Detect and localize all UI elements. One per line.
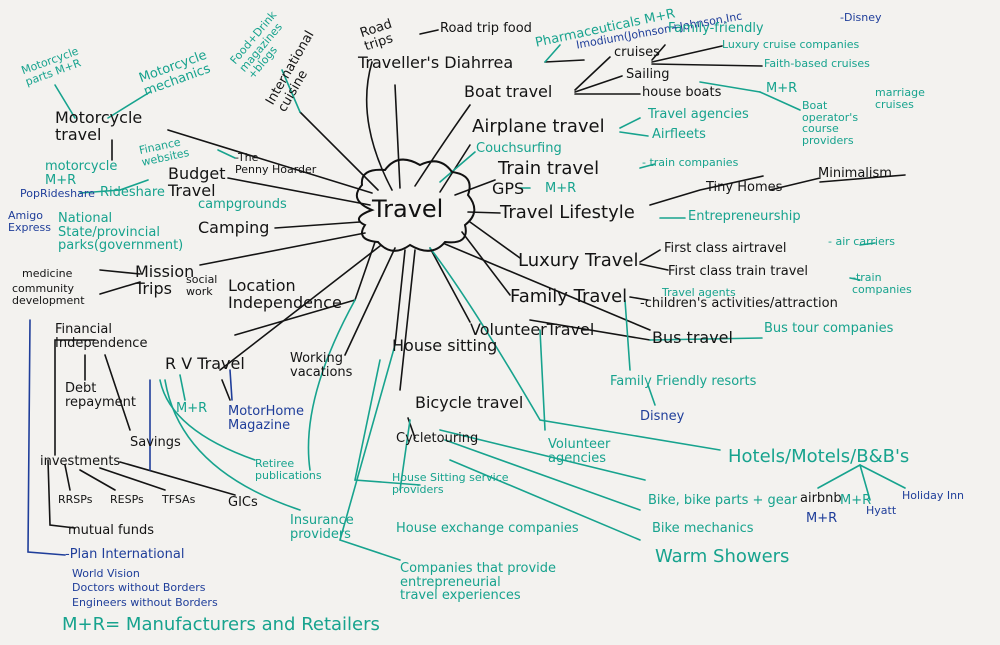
node-poprideshare: PopRideshare	[20, 187, 95, 200]
node-road-trip-food: Road trip food	[440, 21, 532, 36]
node-minimalism: Minimalism	[818, 166, 892, 181]
node-luxury-cruise-companies: Luxury cruise companies	[722, 38, 860, 51]
node-house-sitting: House sitting	[392, 336, 498, 355]
node-warm-showers: Warm Showers	[655, 546, 790, 567]
node-bus-travel: Bus travel	[652, 328, 733, 347]
node-savings: Savings	[130, 435, 181, 450]
node-travellers-diarrhea: Traveller's Diahrrea	[358, 53, 514, 72]
node-marriage-cruises: marriage cruises	[875, 86, 925, 111]
node-world-vision: World Vision	[72, 567, 140, 580]
node-cycletouring: Cycletouring	[396, 431, 479, 446]
node-entrepreneurial-companies: Companies that provide entrepreneurial t…	[400, 561, 557, 604]
node-first-class-train: First class train travel	[668, 264, 808, 279]
center-cloud	[355, 158, 476, 252]
node-insurance-providers: Insurance providers	[290, 513, 354, 542]
node-tfsas: TFSAs	[162, 493, 196, 506]
node-travel-agents: Travel agents	[662, 286, 736, 299]
node-cruises: cruises	[614, 45, 660, 60]
node-bus-tour-companies: Bus tour companies	[764, 321, 894, 336]
node-engineers-without-borders: Engineers without Borders	[72, 596, 218, 609]
node-camping: Camping	[198, 218, 270, 237]
node-family-friendly: Family-friendly	[668, 21, 764, 36]
node-plan-international: -Plan International	[65, 547, 185, 562]
node-boat-mr: M+R	[766, 81, 798, 96]
node-family-friendly-resorts: Family Friendly resorts	[610, 374, 757, 389]
node-social-work: social work	[186, 273, 218, 298]
node-bicycle-travel: Bicycle travel	[415, 393, 524, 412]
node-holiday-inn: Holiday Inn	[902, 489, 965, 502]
node-train-companies: - train companies	[642, 156, 739, 169]
node-boat-travel: Boat travel	[464, 82, 553, 101]
node-airbnb: airbnb	[800, 491, 842, 506]
node-motorhome-magazine: MotorHome Magazine	[228, 404, 304, 433]
node-airbnb-mr: M+R	[806, 511, 838, 526]
node-doctors-without-borders: Doctors without Borders	[72, 581, 206, 594]
node-hotels: Hotels/Motels/B&B's	[728, 446, 910, 467]
node-community-development: community development	[12, 282, 85, 307]
node-amigo-express: Amigo Express	[8, 209, 51, 234]
node-first-class-air: First class airtravel	[664, 241, 787, 256]
node-travel-agencies: Travel agencies	[648, 107, 749, 122]
node-motorcycle-mr: motorcycle M+R	[45, 159, 118, 188]
node-national-parks: National State/provincial parks(governme…	[58, 211, 184, 254]
node-rv-travel: R V Travel	[165, 354, 245, 373]
node-volunteer-travel: VolunteerTravel	[470, 320, 595, 339]
node-boat-operators: Boat operator's course providers	[802, 99, 859, 147]
node-campgrounds: campgrounds	[198, 197, 287, 212]
node-gps: GPS	[492, 179, 525, 198]
node-hyatt: Hyatt	[866, 504, 897, 517]
node-gics: GICs	[228, 495, 258, 510]
node-medicine: medicine	[22, 267, 73, 280]
node-bike-parts: Bike, bike parts + gear	[648, 493, 798, 508]
center-topic: Travel	[372, 195, 444, 223]
node-working-vacations: Working vacations	[290, 351, 353, 380]
node-disney-resorts: Disney	[640, 409, 685, 424]
node-house-sitting-providers: House Sitting service providers	[392, 471, 509, 496]
legend-mr: M+R= Manufacturers and Retailers	[62, 614, 380, 635]
node-retiree-publications: Retiree publications	[255, 457, 322, 482]
node-gps-mr: M+R	[545, 181, 577, 196]
node-airfleets: Airfleets	[652, 127, 706, 142]
node-disney-cruise: -Disney	[840, 11, 882, 24]
node-travel-lifestyle: Travel Lifestyle	[500, 202, 635, 223]
node-rrsps: RRSPs	[58, 493, 93, 506]
node-family-travel: Family Travel	[510, 286, 628, 307]
node-financial-independence: Financial Independence	[55, 322, 148, 351]
node-air-carriers: - air carriers	[828, 235, 895, 248]
node-sailing: Sailing	[626, 67, 670, 82]
node-rideshare: Rideshare	[100, 185, 165, 200]
node-location-independence: Location Independence	[228, 276, 342, 312]
node-faith-based-cruises: Faith-based cruises	[764, 57, 870, 70]
node-couchsurfing: Couchsurfing	[476, 141, 562, 156]
node-airplane-travel: Airplane travel	[472, 116, 605, 137]
node-motorcycle-travel: Motorcycle travel	[55, 108, 143, 144]
node-train-companies-2: -train companies	[852, 271, 912, 296]
node-debt-repayment: Debt repayment	[65, 381, 136, 410]
node-penny-hoarder: -The Penny Hoarder	[235, 151, 317, 176]
node-childrens-activities: -children's activities/attraction	[640, 296, 838, 311]
node-resps: RESPs	[110, 493, 144, 506]
node-entrepreneurship: Entrepreneurship	[688, 209, 801, 224]
node-budget-travel: Budget Travel	[168, 164, 226, 200]
node-train-travel: Train travel	[498, 158, 600, 179]
node-house-exchange: House exchange companies	[396, 521, 579, 536]
node-volunteer-agencies: Volunteer agencies	[548, 437, 611, 466]
node-mission-trips: Mission Trips	[135, 262, 195, 298]
node-bike-mr: M+R	[840, 493, 872, 508]
node-house-boats: house boats	[642, 85, 722, 100]
node-mutual-funds: mutual funds	[68, 523, 155, 538]
node-investments: investments	[40, 454, 121, 469]
node-tiny-homes: Tiny Homes	[706, 180, 783, 195]
node-rv-mr: M+R	[176, 401, 208, 416]
node-bike-mechanics: Bike mechanics	[652, 521, 754, 536]
node-luxury-travel: Luxury Travel	[518, 250, 639, 271]
